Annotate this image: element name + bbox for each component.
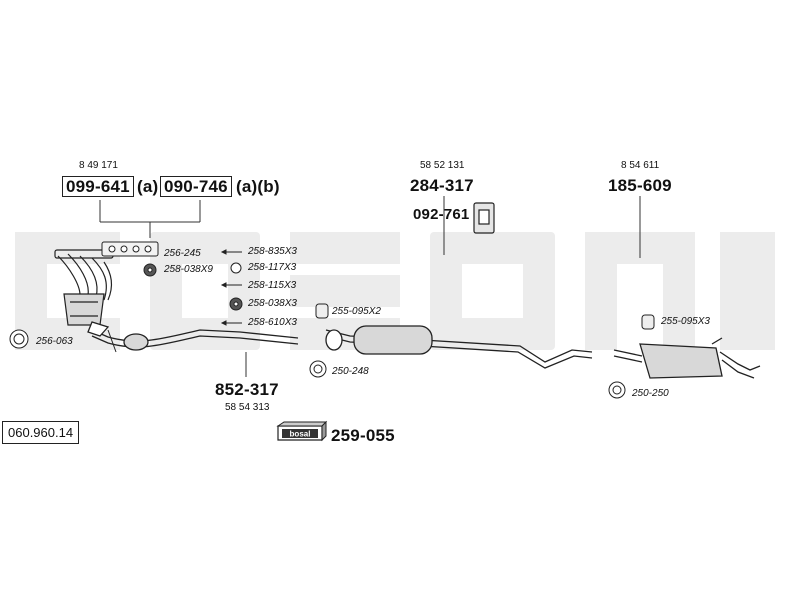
hanger-part-number: 092-761 xyxy=(413,206,470,223)
bolt-b-label: 258-115X3 xyxy=(248,280,297,291)
manifold-suffix-2: (a)(b) xyxy=(236,177,280,196)
watermark-cutouts xyxy=(47,264,663,350)
manifold-part-number-2: 090-746 xyxy=(160,176,232,197)
front-gasket-label: 256-063 xyxy=(36,336,73,347)
clamp-rear-label: 250-250 xyxy=(632,388,669,399)
rubber-rear-label: 255-095X3 xyxy=(661,316,710,327)
exhaust-manifold xyxy=(54,249,114,301)
manifold-gasket xyxy=(101,241,159,257)
bolt-c-label: 258-610X3 xyxy=(248,317,297,328)
bolt-a-label: 258-835X3 xyxy=(248,246,297,257)
reference-number: 060.960.14 xyxy=(2,421,80,444)
manifold-part-number-1: 099-641 xyxy=(62,176,134,197)
rear-silencer-oem-number: 8 54 611 xyxy=(621,160,660,171)
fitting-icons xyxy=(9,249,655,399)
front-pipe-part-number: 852-317 xyxy=(215,380,279,399)
catalytic-converter xyxy=(63,293,105,326)
middle-silencer-part-number: 284-317 xyxy=(410,176,474,195)
middle-silencer xyxy=(325,325,593,369)
clamp-mid-label: 250-248 xyxy=(332,366,369,377)
ring-b-label: 258-038X3 xyxy=(248,298,297,309)
gasket-label: 256-245 xyxy=(164,248,201,259)
mounting-kit-box: bosal xyxy=(276,420,328,442)
ring-a-label: 258-038X9 xyxy=(164,264,213,275)
rear-silencer-part-number: 185-609 xyxy=(608,176,672,195)
hanger-092-761-icon xyxy=(473,202,495,234)
front-pipe xyxy=(87,321,299,353)
middle-silencer-oem-number: 58 52 131 xyxy=(420,160,465,171)
front-pipe-oem-number: 58 54 313 xyxy=(225,402,270,413)
manifold-suffix-1: (a) xyxy=(137,177,159,196)
mounting-kit-part-number: 259-055 xyxy=(331,426,395,445)
leader-lines xyxy=(99,196,641,377)
washer-a-label: 258-117X3 xyxy=(248,262,297,273)
rubber-mid-label: 255-095X2 xyxy=(332,306,381,317)
mounting-kit-logo: bosal xyxy=(290,430,311,439)
manifold-oem-number: 8 49 171 xyxy=(79,160,118,171)
rear-silencer xyxy=(613,337,761,379)
